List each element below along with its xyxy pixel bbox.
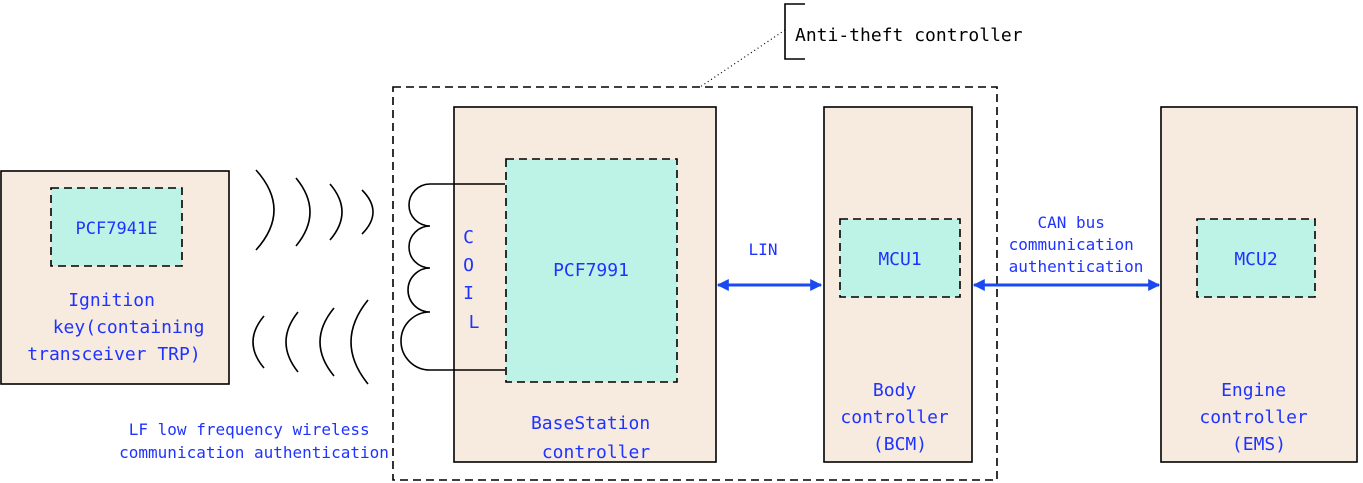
body-controller-chip: [839, 218, 961, 298]
can-label: CAN bus communication authentication: [1009, 213, 1144, 276]
ignition-key-label-line-1: Ignition: [68, 290, 155, 311]
wireless-label-line-2: communication authentication: [119, 443, 389, 462]
ignition-key-label-line-2: key(containing: [53, 317, 205, 338]
coil-icon: [400, 183, 505, 371]
base-station-label-line-1: BaseStation: [531, 413, 650, 434]
engine-controller-chip: [1196, 218, 1316, 298]
engine-controller-label: Engine controller (EMS): [1199, 380, 1318, 455]
coil-letter-1: C: [463, 227, 474, 248]
coil-label: C O I L: [463, 227, 485, 333]
body-controller-label-line-3: (BCM): [873, 434, 927, 455]
engine-controller-chip-label: MCU2: [1234, 249, 1277, 270]
ignition-key-chip-label: PCF7941E: [76, 219, 158, 239]
engine-controller-label-line-1: Engine: [1221, 380, 1286, 401]
body-controller-label-line-1: Body: [873, 380, 917, 401]
wireless-label-line-1: LF low frequency wireless: [129, 420, 370, 439]
base-station-label: BaseStation controller: [531, 413, 661, 463]
callout-leader: [699, 29, 786, 88]
wireless-wave-upper-icon: [255, 169, 374, 251]
ignition-key-label: Ignition key(containing transceiver TRP): [27, 290, 215, 365]
callout-label: Anti-theft controller: [795, 25, 1023, 46]
body-controller-chip-label: MCU1: [878, 249, 921, 270]
engine-controller-label-line-2: controller: [1199, 407, 1308, 428]
wireless-wave-lower-icon: [252, 299, 369, 385]
ignition-key-label-line-3: transceiver TRP): [27, 344, 200, 365]
wireless-label: LF low frequency wireless communication …: [119, 420, 389, 462]
can-label-line-3: authentication: [1009, 257, 1144, 276]
body-controller-label: Body controller (BCM): [840, 380, 959, 455]
base-station-chip-label: PCF7991: [553, 260, 629, 281]
coil-letter-2: O: [463, 255, 474, 276]
coil-letter-3: I: [463, 283, 474, 304]
lin-label: LIN: [749, 240, 778, 259]
can-label-line-2: communication: [1009, 235, 1134, 254]
engine-controller-label-line-3: (EMS): [1232, 434, 1286, 455]
coil-letter-4: L: [469, 312, 480, 333]
ignition-key-chip: [50, 187, 183, 267]
callout-bracket: [784, 3, 805, 60]
base-station-chip: [505, 158, 678, 383]
can-label-line-1: CAN bus: [1037, 213, 1104, 232]
body-controller-label-line-2: controller: [840, 407, 949, 428]
base-station-label-line-2: controller: [542, 442, 651, 463]
